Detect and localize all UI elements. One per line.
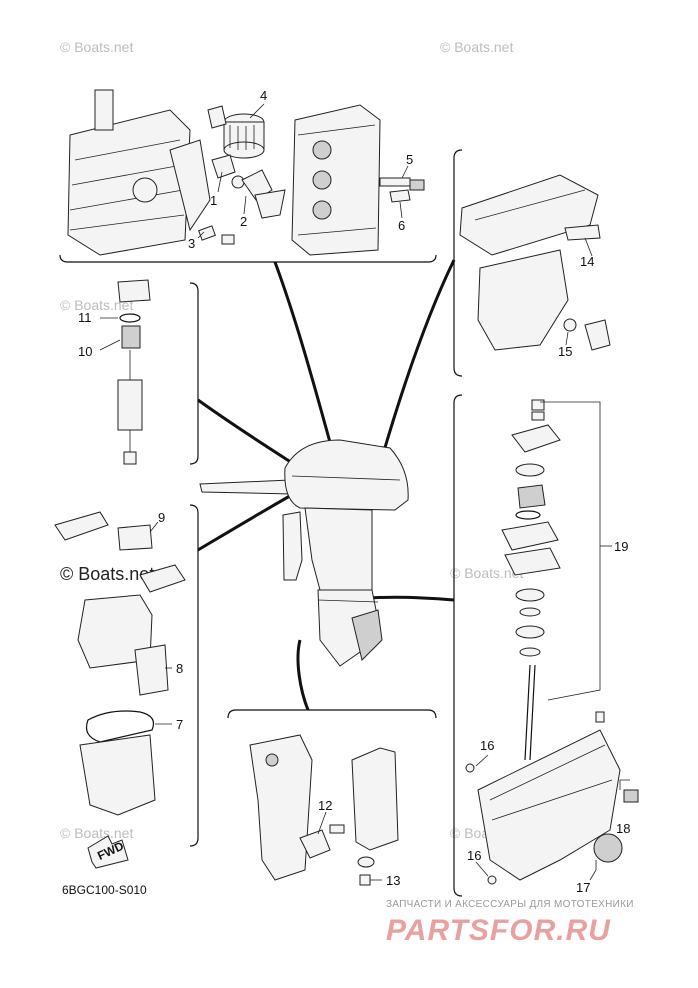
watermark-top-right: © Boats.net xyxy=(440,39,513,55)
callout-11: 11 xyxy=(78,310,92,325)
leader-lower-unit xyxy=(369,595,455,602)
gasket-part xyxy=(231,175,245,189)
frame-tilt-panel xyxy=(227,709,437,719)
leader-10 xyxy=(99,339,121,351)
leader-5 xyxy=(401,165,409,179)
frame-top-panel xyxy=(59,254,437,263)
sensor-part-1 xyxy=(211,154,236,179)
callout-9: 9 xyxy=(158,510,165,525)
fuel-system-assembly xyxy=(54,511,186,869)
gearcase-assembly xyxy=(465,711,639,885)
frame-lower-unit-panel xyxy=(453,394,463,897)
frame-fuel-panel xyxy=(189,504,199,847)
callout-12: 12 xyxy=(318,798,332,813)
leader-top xyxy=(273,261,337,461)
cylinder-head-illustration xyxy=(291,104,381,256)
callout-10: 10 xyxy=(78,344,92,359)
callout-19: 19 xyxy=(614,539,628,554)
bushing-part-12 xyxy=(299,829,331,859)
leader-18 xyxy=(619,779,630,790)
watermark-top-left: © Boats.net xyxy=(60,39,133,55)
bolt-part-3 xyxy=(198,225,216,241)
bolt-part-16a xyxy=(465,763,475,773)
callout-16a: 16 xyxy=(480,738,494,753)
oil-filter-part xyxy=(223,113,265,159)
callout-1: 1 xyxy=(210,193,217,208)
leader-16b xyxy=(475,861,489,877)
watermark-mid-left: © Boats.net xyxy=(60,297,133,313)
spark-plug-part-6 xyxy=(389,189,411,203)
leader-15 xyxy=(565,331,569,346)
leader-4 xyxy=(249,103,265,119)
leader-16a xyxy=(475,754,489,767)
leader-6 xyxy=(399,201,403,219)
leader-2 xyxy=(243,195,247,215)
bottom-cowling-assembly xyxy=(459,174,611,351)
callout-2: 2 xyxy=(240,214,247,229)
watermark-mid-right: © Boats.net xyxy=(450,565,523,581)
bolt-part-16b xyxy=(487,875,497,885)
cover-part-2 xyxy=(241,169,273,201)
callout-15: 15 xyxy=(558,344,572,359)
leader-9 xyxy=(149,521,159,533)
callout-7: 7 xyxy=(176,717,183,732)
tilt-pin-assembly xyxy=(351,747,399,886)
gasket-part-8 xyxy=(134,644,169,696)
spring-part xyxy=(207,105,227,129)
callout-6: 6 xyxy=(398,218,405,233)
leader-thermostat xyxy=(197,398,301,470)
thermostat-assembly xyxy=(117,279,151,465)
callout-5: 5 xyxy=(406,152,413,167)
washer-part-13 xyxy=(357,856,375,868)
callout-18: 18 xyxy=(616,821,630,836)
anode-part-18 xyxy=(623,789,639,803)
plug-part-15 xyxy=(563,318,577,332)
frame-bracket-panel xyxy=(453,149,463,377)
callout-8: 8 xyxy=(176,661,183,676)
fwd-arrow xyxy=(87,835,129,869)
leader-12 xyxy=(317,811,327,835)
anode-part-17 xyxy=(593,833,623,863)
callout-3: 3 xyxy=(188,236,195,251)
callout-17: 17 xyxy=(576,880,590,895)
leader-17 xyxy=(589,860,597,881)
leader-14 xyxy=(584,237,593,257)
powerhead-illustration xyxy=(67,89,211,256)
steering-bracket-assembly xyxy=(249,734,345,881)
callout-16b: 16 xyxy=(467,848,481,863)
sensor-part-14 xyxy=(564,224,601,241)
outboard-motor-illustration xyxy=(199,439,409,667)
callout-4: 4 xyxy=(260,88,267,103)
leader-tilt xyxy=(296,639,310,711)
brand-tagline: ЗАПЧАСТИ И АКСЕССУАРЫ ДЛЯ МОТОТЕХНИКИ xyxy=(386,899,634,910)
callout-13: 13 xyxy=(386,873,400,888)
gasket-part-7 xyxy=(85,710,155,743)
plug-tip-part xyxy=(409,179,425,191)
plug-part xyxy=(221,234,235,245)
fuel-filter-part-9 xyxy=(117,524,153,551)
watermark-fuel: © Boats.net xyxy=(60,564,154,584)
o-ring-part-11 xyxy=(119,313,141,323)
plug-cap-part-5 xyxy=(379,177,411,187)
callout-14: 14 xyxy=(580,254,594,269)
watermark-bottom-left: © Boats.net xyxy=(60,825,133,841)
leader-3 xyxy=(197,231,205,239)
frame-thermostat-panel xyxy=(189,282,199,465)
housing-part xyxy=(254,189,286,219)
diagram-code: 6BGC100-S010 xyxy=(62,883,147,897)
water-pump-assembly xyxy=(501,399,561,761)
brand-logo: PARTSFOR.RU xyxy=(386,914,611,947)
leader-1 xyxy=(217,171,223,193)
